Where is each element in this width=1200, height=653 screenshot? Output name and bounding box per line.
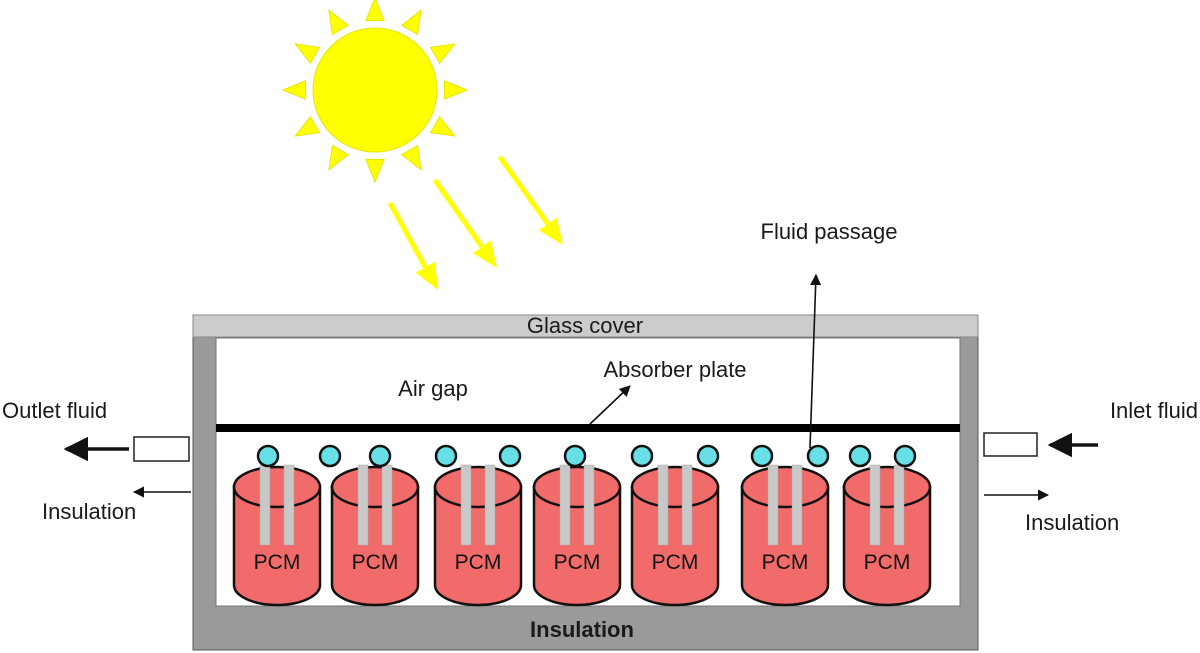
fluid-pipe (563, 444, 587, 468)
sun-spike (294, 115, 321, 137)
outlet-fluid-label: Outlet fluid (2, 398, 107, 423)
sun-spike (294, 43, 321, 65)
fluid-pipe (318, 444, 342, 468)
pcm-label: PCM (455, 551, 502, 574)
fluid-passage-label: Fluid passage (761, 219, 898, 244)
sun-spike (400, 9, 422, 36)
insulation-right-label: Insulation (1025, 510, 1119, 535)
pcm-unit: PCM (232, 464, 322, 607)
fluid-pipe (434, 444, 458, 468)
insulation-left-label: Insulation (42, 499, 136, 524)
pcm-unit: PCM (740, 464, 830, 607)
insulation-bottom-label: Insulation (530, 617, 634, 642)
pcm-unit: PCM (433, 464, 523, 607)
air-gap-label: Air gap (398, 376, 468, 401)
pcm-label: PCM (254, 551, 301, 574)
fluid-pipe (848, 444, 872, 468)
pcm-unit: PCM (630, 464, 720, 607)
sun-spike (328, 144, 350, 171)
fluid-pipe (368, 444, 392, 468)
pcm-unit: PCM (532, 464, 622, 607)
pcm-label: PCM (864, 551, 911, 574)
inlet-pipe-stub (983, 432, 1038, 457)
pcm-label: PCM (652, 551, 699, 574)
sun-icon (281, 0, 469, 184)
fluid-pipe (750, 444, 774, 468)
fluid-pipe (498, 444, 522, 468)
sun-spike (443, 80, 469, 100)
fluid-pipe (696, 444, 720, 468)
sun-spike (400, 144, 422, 171)
absorber-plate-label: Absorber plate (603, 357, 746, 382)
sun-spike (429, 115, 456, 137)
sun-spike (328, 9, 350, 36)
sun-ray-arrow (432, 178, 497, 268)
pcm-label: PCM (554, 551, 601, 574)
sun-ray-arrow (497, 155, 563, 245)
glass-cover-label: Glass cover (527, 313, 643, 338)
glass-cover (192, 314, 979, 338)
fluid-pipe (256, 444, 280, 468)
pcm-unit: PCM (330, 464, 420, 607)
inlet-fluid-label: Inlet fluid (1110, 398, 1198, 423)
pcm-unit: PCM (842, 464, 932, 607)
fluid-pipe (893, 444, 917, 468)
absorber-plate-arrow (589, 385, 631, 425)
sun-spike (281, 80, 307, 100)
pcm-units: PCM PCM PCM PCM PCM PCM PCM (232, 464, 932, 607)
sun-ray-arrow (387, 201, 438, 290)
pcm-label: PCM (762, 551, 809, 574)
sun-rays (387, 155, 563, 290)
fluid-pipes (256, 444, 917, 468)
outlet-pipe-stub (133, 436, 190, 462)
sun-spike (365, 158, 385, 184)
fluid-pipe (806, 444, 830, 468)
fluid-passage-arrow (809, 273, 822, 449)
pcm-label: PCM (352, 551, 399, 574)
sun-spike (365, 0, 385, 22)
fluid-pipe (630, 444, 654, 468)
sun-spike (429, 43, 456, 65)
